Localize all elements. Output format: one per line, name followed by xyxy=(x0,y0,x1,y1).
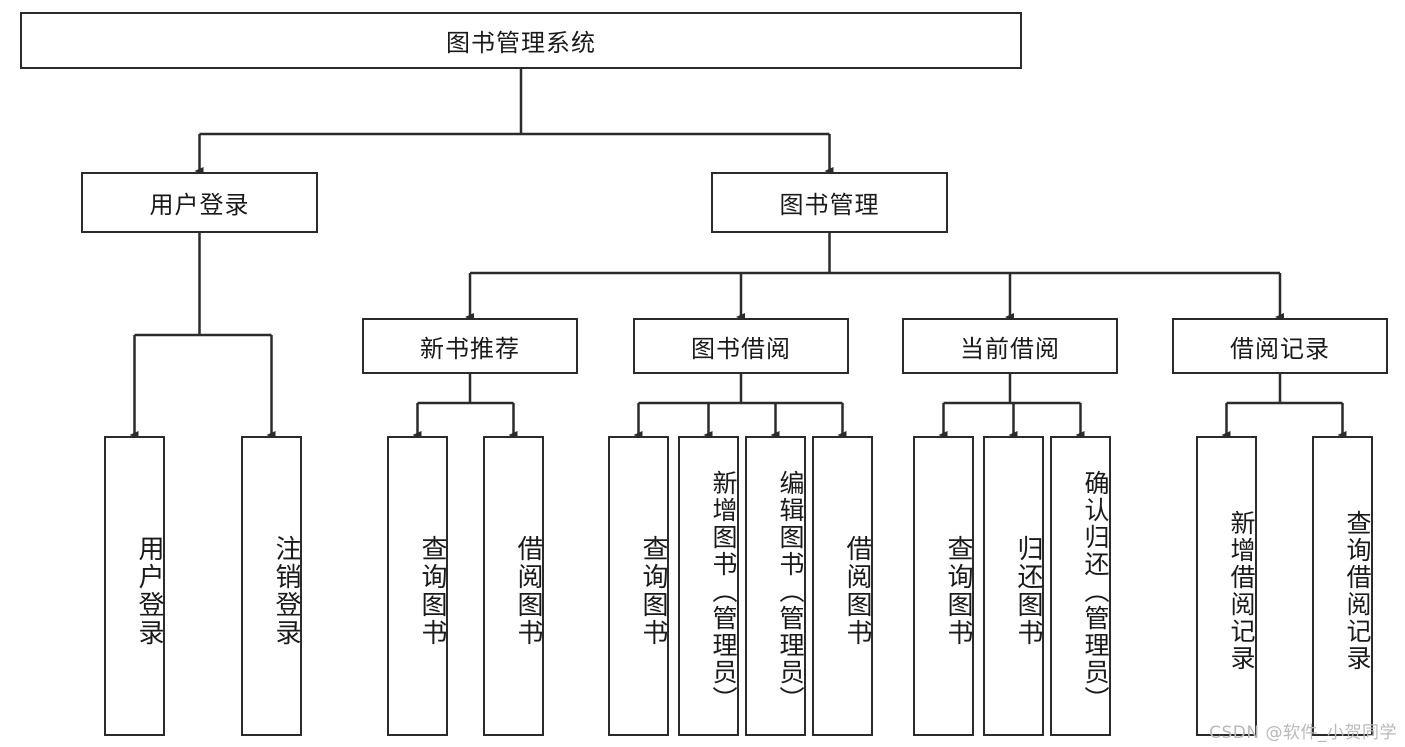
leaf-query-book-recommendation[interactable]: 查询图书 xyxy=(387,436,448,736)
leaf-return-book-label: 归还图书 xyxy=(1013,535,1043,647)
node-book-borrowing-label: 图书借阅 xyxy=(691,334,791,363)
node-book-management-label: 图书管理 xyxy=(779,191,880,219)
node-new-book-recommendation-label: 新书推荐 xyxy=(420,334,520,363)
node-user-login[interactable]: 用户登录 xyxy=(81,172,318,233)
leaf-query-borrowing-record-label: 查询借阅记录 xyxy=(1343,510,1372,672)
leaf-logout[interactable]: 注销登录 xyxy=(241,436,302,736)
leaf-add-book-admin-label: 新增图书（管理员） xyxy=(709,469,738,713)
leaf-query-book-borrowing-label: 查询图书 xyxy=(638,535,668,647)
leaf-query-book-current[interactable]: 查询图书 xyxy=(913,436,974,736)
leaf-query-borrowing-record[interactable]: 查询借阅记录 xyxy=(1312,436,1373,736)
leaf-add-borrowing-record[interactable]: 新增借阅记录 xyxy=(1196,436,1257,736)
node-borrowing-record[interactable]: 借阅记录 xyxy=(1172,318,1388,374)
leaf-return-book[interactable]: 归还图书 xyxy=(983,436,1044,736)
node-root[interactable]: 图书管理系统 xyxy=(20,12,1022,69)
node-new-book-recommendation[interactable]: 新书推荐 xyxy=(362,318,578,374)
leaf-borrow-book-recommendation-label: 借阅图书 xyxy=(513,535,543,647)
node-current-borrowing-label: 当前借阅 xyxy=(960,334,1060,363)
leaf-edit-book-admin[interactable]: 编辑图书（管理员） xyxy=(745,436,806,736)
node-borrowing-record-label: 借阅记录 xyxy=(1230,334,1330,363)
leaf-query-book-borrowing[interactable]: 查询图书 xyxy=(608,436,669,736)
leaf-logout-label: 注销登录 xyxy=(271,535,301,647)
leaf-add-book-admin[interactable]: 新增图书（管理员） xyxy=(678,436,739,736)
leaf-edit-book-admin-label: 编辑图书（管理员） xyxy=(776,469,805,713)
leaf-query-book-current-label: 查询图书 xyxy=(943,535,973,647)
leaf-add-borrowing-record-label: 新增借阅记录 xyxy=(1227,510,1256,672)
node-current-borrowing[interactable]: 当前借阅 xyxy=(902,318,1118,374)
leaf-borrow-book-borrowing[interactable]: 借阅图书 xyxy=(812,436,873,736)
leaf-user-login[interactable]: 用户登录 xyxy=(104,436,165,736)
leaf-confirm-return-admin-label: 确认归还（管理员） xyxy=(1081,469,1110,713)
node-book-management[interactable]: 图书管理 xyxy=(711,172,948,233)
csdn-watermark: CSDN @软件_小贺同学 xyxy=(1209,723,1397,743)
node-user-login-label: 用户登录 xyxy=(149,191,250,219)
node-book-borrowing[interactable]: 图书借阅 xyxy=(633,318,849,374)
leaf-user-login-label: 用户登录 xyxy=(134,535,164,647)
leaf-confirm-return-admin[interactable]: 确认归还（管理员） xyxy=(1050,436,1111,736)
leaf-borrow-book-recommendation[interactable]: 借阅图书 xyxy=(483,436,544,736)
leaf-borrow-book-borrowing-label: 借阅图书 xyxy=(842,535,872,647)
leaf-query-book-recommendation-label: 查询图书 xyxy=(417,535,447,647)
node-root-label: 图书管理系统 xyxy=(446,29,596,57)
